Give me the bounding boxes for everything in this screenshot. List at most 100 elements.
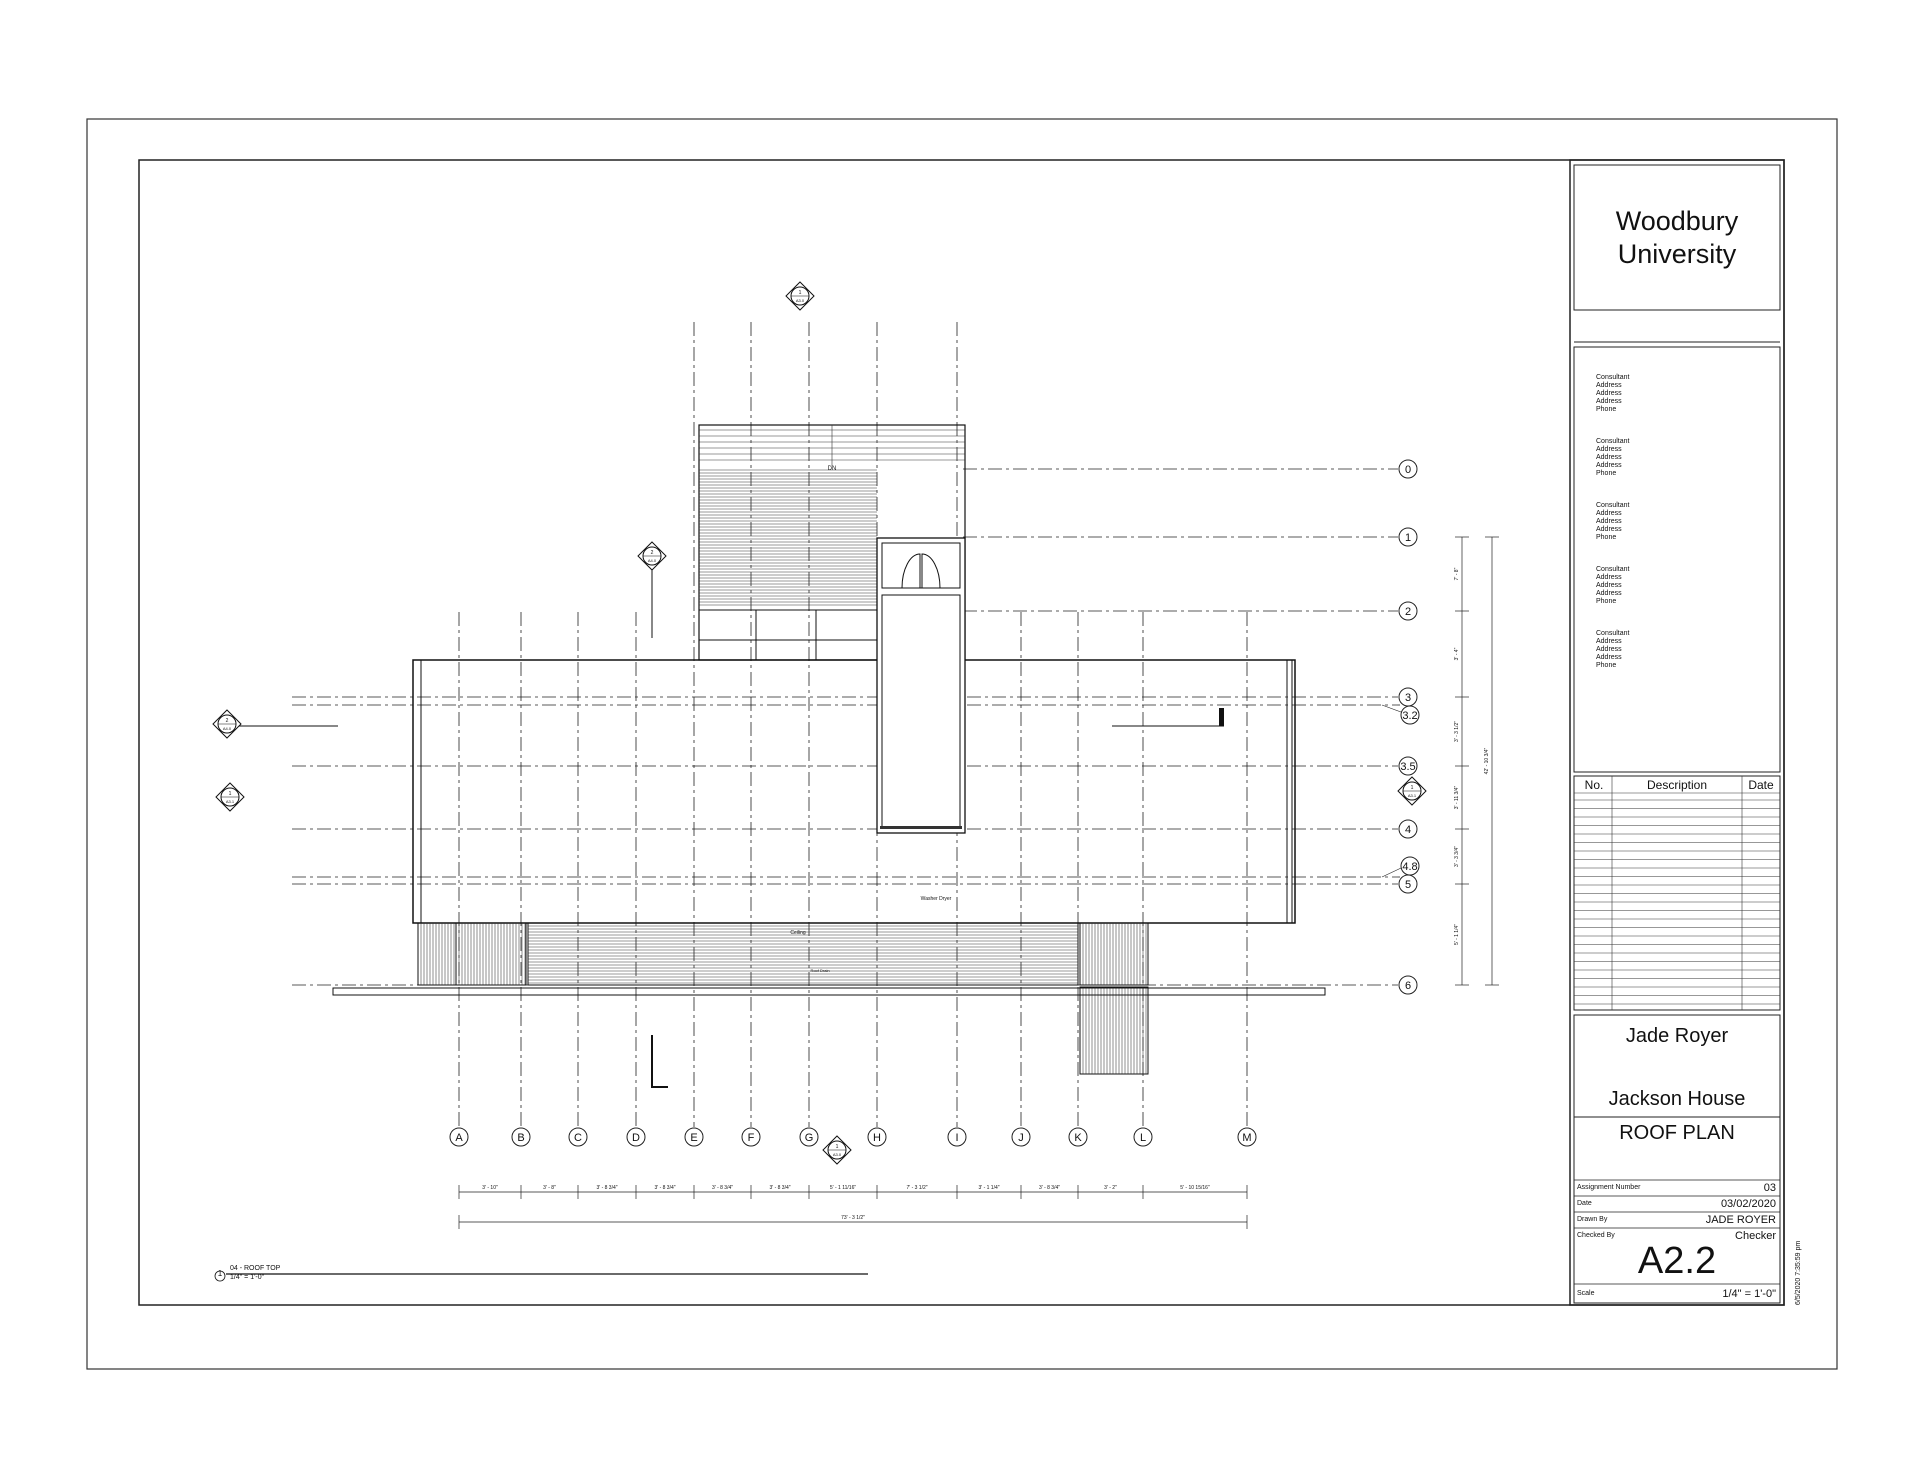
grid-label-column: J	[1018, 1132, 1024, 1144]
view-number: 1	[217, 1269, 223, 1278]
grid-bubble-row	[1398, 819, 1418, 839]
consultant-line: Address	[1596, 526, 1622, 533]
spot-marker	[1219, 708, 1224, 726]
consultant-line: Address	[1596, 654, 1622, 661]
drawn-by-value: JADE ROYER	[1705, 1214, 1776, 1226]
section-marker: 1A3.0	[822, 1135, 852, 1165]
dimension-text: 3' - 1 1/4"	[978, 1185, 999, 1191]
dimension-text: 5' - 1 1/4"	[1454, 924, 1460, 945]
revision-header-date: Date	[1748, 778, 1774, 792]
grid-bubble-column	[511, 1127, 531, 1147]
dimension-text: 3' - 8"	[543, 1185, 556, 1191]
consultant-line: Address	[1596, 454, 1622, 461]
section-marker-number: 1	[229, 791, 232, 797]
window-frame	[698, 609, 878, 661]
grid-label-column: B	[517, 1132, 524, 1144]
student-name: Jade Royer	[1625, 1025, 1729, 1047]
hatched-band	[1079, 986, 1149, 1075]
grid-label-row: 3	[1405, 692, 1411, 704]
section-marker-sheet: A3.0	[833, 1152, 842, 1157]
band-hatch	[458, 923, 526, 985]
date-value: 03/02/2020	[1720, 1198, 1776, 1210]
drawn-by-label: Drawn By	[1577, 1216, 1608, 1223]
grid-label-row: 3.2	[1402, 710, 1417, 722]
consultant-line: Address	[1596, 398, 1622, 405]
view-title-bubble	[214, 1270, 226, 1282]
overall-dimension-text: 42' - 10 3/4"	[1484, 747, 1490, 774]
consultant-line: Consultant	[1596, 374, 1630, 381]
grid-label-column: C	[574, 1132, 582, 1144]
grid-bubble-column	[449, 1127, 469, 1147]
grid-label-row: 1	[1405, 532, 1411, 544]
grid-label-column: H	[873, 1132, 881, 1144]
consultant-line: Address	[1596, 462, 1622, 469]
dimension-text: 3' - 2"	[1104, 1185, 1117, 1191]
grid-label-column: K	[1074, 1132, 1082, 1144]
door-frame	[881, 542, 961, 589]
dimension-text: 5' - 10 15/16"	[1180, 1185, 1210, 1191]
section-marker-sheet: A3.1	[226, 799, 235, 804]
grid-label-row: 3.5	[1400, 761, 1415, 773]
section-marker: 2A4.0	[637, 541, 667, 571]
consultant-line: Address	[1596, 574, 1622, 581]
revision-header-no: No.	[1584, 778, 1604, 792]
project-name: Jackson House	[1608, 1088, 1746, 1110]
grid-bubble-column	[741, 1127, 761, 1147]
school-name: Woodbury University	[1574, 205, 1780, 271]
grid-label-row: 4	[1405, 824, 1411, 836]
grid-label-row: 5	[1405, 879, 1411, 891]
grid-bubble-column	[867, 1127, 887, 1147]
scale-value: 1/4" = 1'-0"	[1722, 1288, 1776, 1300]
dimension-text: 3' - 8 3/4"	[654, 1185, 675, 1191]
dimension-text: 3' - 8 3/4"	[596, 1185, 617, 1191]
section-marker: 1A3.0	[785, 281, 815, 311]
consultant-line: Address	[1596, 510, 1622, 517]
consultant-line: Address	[1596, 446, 1622, 453]
grid-bubble-column	[1237, 1127, 1257, 1147]
section-marker: 2A4.0	[212, 709, 242, 739]
section-marker-number: 1	[836, 1144, 839, 1150]
section-marker-sheet: A4.0	[223, 726, 232, 731]
consultant-line: Address	[1596, 518, 1622, 525]
grid-label-column: L	[1140, 1132, 1146, 1144]
section-marker: 1A3.1	[1397, 776, 1427, 806]
hatched-band	[1079, 922, 1149, 986]
consultant-line: Consultant	[1596, 630, 1630, 637]
assignment-label: Assignment Number	[1577, 1184, 1641, 1191]
leader-line	[1381, 704, 1402, 713]
grid-bubble-row	[1398, 874, 1418, 894]
checked-by-value: Checker	[1735, 1230, 1776, 1242]
grid-label-column: F	[748, 1132, 755, 1144]
consultant-line: Address	[1596, 638, 1622, 645]
consultant-line: Consultant	[1596, 502, 1630, 509]
date-label: Date	[1577, 1200, 1592, 1207]
grid-label-column: I	[955, 1132, 958, 1144]
consultant-line: Address	[1596, 390, 1622, 397]
grid-bubble-column	[626, 1127, 646, 1147]
revision-header-description: Description	[1646, 778, 1708, 792]
scale-label: Scale	[1577, 1290, 1595, 1297]
dimension-text: 3' - 8 3/4"	[769, 1185, 790, 1191]
dimension-text: 3' - 4"	[1454, 647, 1460, 660]
dimension-text: 3' - 3 3/4"	[1454, 846, 1460, 867]
dimension-text: 7' - 3 1/2"	[906, 1185, 927, 1191]
consultant-line: Phone	[1596, 534, 1617, 541]
view-scale: 1/4" = 1'-0"	[230, 1274, 265, 1281]
outer-border	[86, 118, 1838, 1370]
annotation-ceiling: Ceiling	[790, 930, 806, 936]
checked-by-label: Checked By	[1577, 1232, 1615, 1239]
section-marker-sheet: A3.0	[796, 298, 805, 303]
sheet-title: ROOF PLAN	[1619, 1122, 1735, 1144]
grid-label-column: E	[690, 1132, 697, 1144]
annotation-washer-dryer: Washer Dryer	[921, 896, 952, 902]
consultant-line: Phone	[1596, 598, 1617, 605]
grid-bubble-column	[947, 1127, 967, 1147]
section-marker-number: 2	[651, 550, 654, 556]
assignment-value: 03	[1763, 1182, 1776, 1194]
grid-label-column: D	[632, 1132, 640, 1144]
band-hatch	[528, 925, 1078, 984]
